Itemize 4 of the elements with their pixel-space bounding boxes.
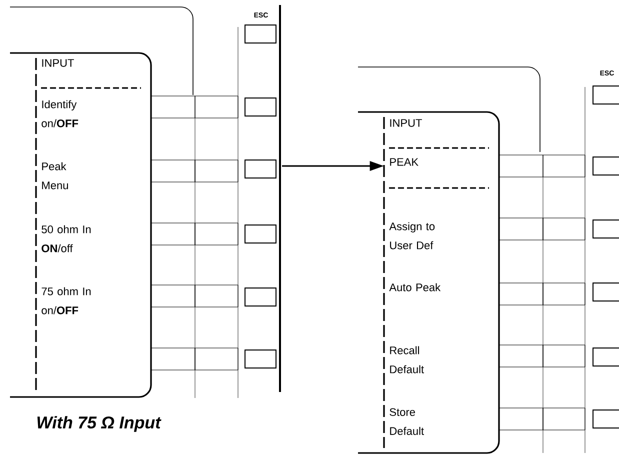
arrow (282, 161, 384, 171)
menu-box: INPUT PEAK Assign to User Def Auto Peak Recall Default Store Default (358, 111, 500, 454)
caption: With 75 Ω Input (37, 416, 162, 432)
menu-box: INPUT Identify on/OFF Peak Menu 50 ohm In ON/off 75 ohm In on/OFF (10, 52, 152, 398)
